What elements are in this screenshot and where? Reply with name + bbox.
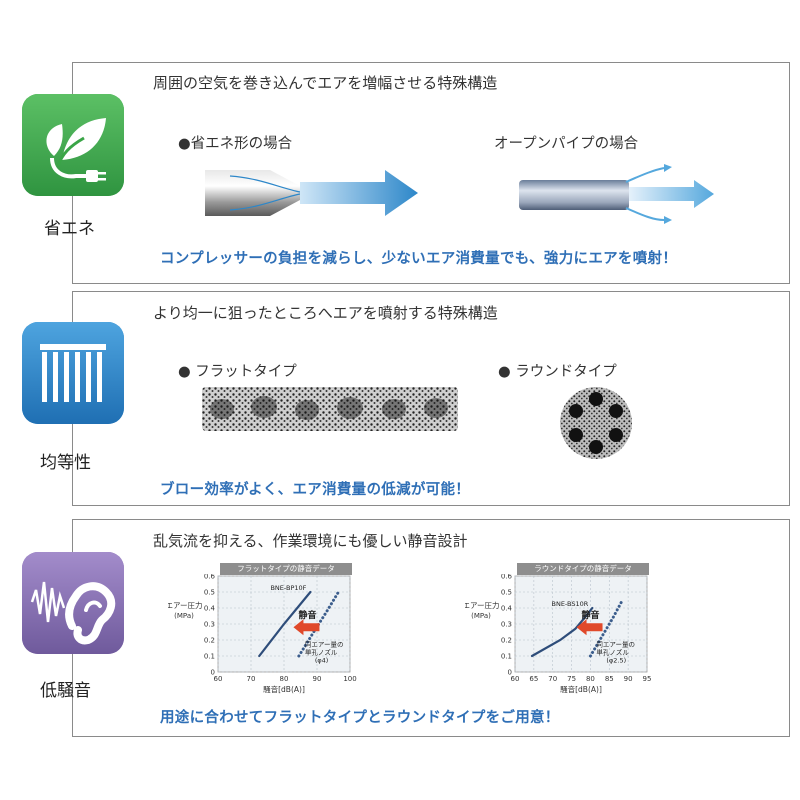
x-tick-label: 80: [586, 675, 595, 683]
quiet-arrow: [293, 619, 320, 636]
model-label: BNE-BP10F: [270, 584, 306, 592]
x-tick-label: 90: [313, 675, 322, 683]
x-tick-label: 60: [511, 675, 520, 683]
compare-label-line1: 同エアー量の: [305, 640, 344, 648]
model-label: BNE-BS10R: [552, 600, 589, 608]
low-noise-title: 乱気流を抑える、作業環境にも優しい静音設計: [153, 532, 468, 550]
y-tick-label: 0.2: [501, 637, 512, 645]
x-tick-label: 65: [529, 675, 538, 683]
ear-sound-icon: [22, 552, 124, 654]
low-noise-tagline: 用途に合わせてフラットタイプとラウンドタイプをご用意！: [160, 710, 560, 726]
compare-label-line2: 単孔ノズル: [596, 647, 629, 656]
x-tick-label: 85: [605, 675, 614, 683]
x-tick-label: 70: [548, 675, 557, 683]
y-axis-unit-label: (MPa): [174, 612, 194, 620]
compare-label-line1: 同エアー量の: [596, 640, 635, 648]
x-axis-label: 騒音[dB(A)]: [263, 684, 305, 694]
chart-round-title: ラウンドタイプの静音データ: [517, 563, 649, 575]
flat-spray-pattern: [202, 387, 458, 431]
energy-saving-label: 省エネ: [44, 219, 95, 239]
x-axis-label: 騒音[dB(A)]: [560, 684, 602, 694]
x-tick-label: 90: [624, 675, 633, 683]
compare-label-line2: 単孔ノズル: [305, 647, 338, 656]
low-noise-label: 低騒音: [40, 681, 91, 701]
y-tick-label: 0.1: [204, 653, 215, 661]
energy-saving-left-caption: ●省エネ形の場合: [178, 136, 293, 152]
x-tick-label: 100: [343, 675, 356, 683]
uniform-comb-icon: [22, 322, 124, 424]
y-tick-label: 0: [508, 669, 512, 677]
series-model-line: [530, 606, 594, 658]
chart-flat-title: フラットタイプの静音データ: [220, 563, 352, 575]
x-tick-label: 95: [643, 675, 652, 683]
y-tick-label: 0.4: [204, 605, 216, 613]
x-tick-label: 60: [214, 675, 223, 683]
x-tick-label: 75: [567, 675, 576, 683]
y-axis-label: エアー圧力: [168, 600, 203, 610]
y-tick-label: 0.6: [204, 574, 216, 581]
uniformity-label: 均等性: [40, 453, 91, 473]
panel-low-noise: [72, 519, 790, 737]
energy-saving-title: 周囲の空気を巻き込んでエアを増幅させる特殊構造: [153, 74, 498, 92]
round-noise-chart: 60 65 70 75 80 85 90 95 0 0.1 0.2 0.3 0.4 0.5 0.6 騒音[dB…: [465, 574, 652, 694]
round-spray-pattern: [560, 387, 632, 459]
leaf-plug-icon: [22, 94, 124, 196]
energy-saving-icon-box: [22, 94, 124, 196]
flat-type-caption: ● フラットタイプ: [178, 364, 297, 380]
panel-energy-saving: [72, 62, 790, 284]
energy-saving-tagline: コンプレッサーの負担を減らし、少ないエア消費量でも、強力にエアを噴射！: [160, 251, 678, 267]
round-type-caption: ● ラウンドタイプ: [498, 364, 617, 380]
quiet-arrow: [576, 619, 603, 636]
y-tick-label: 0.3: [204, 621, 215, 629]
y-tick-label: 0.5: [204, 589, 215, 597]
quiet-label: 静音: [298, 609, 316, 621]
low-noise-icon-box: [22, 552, 124, 654]
energy-saving-nozzle-illustration: [205, 170, 418, 216]
x-tick-label: 70: [247, 675, 256, 683]
series-single-nozzle-line: [588, 598, 624, 658]
y-tick-label: 0.1: [501, 653, 512, 661]
y-tick-label: 0.4: [501, 605, 513, 613]
compare-label-line3: (φ2.5): [606, 656, 626, 664]
x-tick-label: 80: [280, 675, 289, 683]
uniformity-tagline: ブロー効率がよく、エア消費量の低減が可能！: [160, 482, 471, 498]
y-axis-unit-label: (MPa): [471, 612, 491, 620]
open-pipe-illustration: [519, 164, 714, 224]
flat-noise-chart: 60 70 80 90 100 0 0.1 0.2 0.3 0.4 0.5 0.6 騒音[dB(A)] エ…: [168, 574, 357, 694]
uniformity-title: より均一に狙ったところへエアを噴射する特殊構造: [153, 304, 498, 322]
quiet-label: 静音: [582, 609, 600, 621]
y-tick-label: 0.2: [204, 637, 215, 645]
series-model-line: [258, 590, 312, 658]
y-tick-label: 0: [211, 669, 215, 677]
y-tick-label: 0.6: [501, 574, 513, 581]
energy-saving-right-caption: オープンパイプの場合: [494, 136, 639, 152]
y-axis-label: エアー圧力: [465, 600, 500, 610]
series-single-nozzle-line: [297, 590, 340, 658]
y-tick-label: 0.3: [501, 621, 512, 629]
y-tick-label: 0.5: [501, 589, 512, 597]
uniformity-icon-box: [22, 322, 124, 424]
compare-label-line3: (φ4): [315, 656, 329, 664]
